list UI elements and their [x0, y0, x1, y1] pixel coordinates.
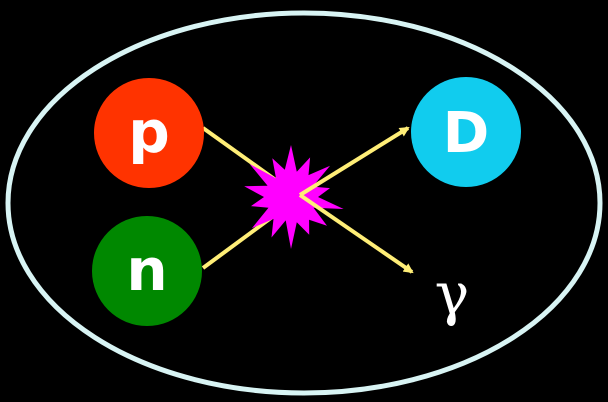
photon-label: γ: [435, 260, 470, 328]
neutron-label: n: [126, 236, 167, 304]
collision-burst: [244, 145, 343, 249]
photon-arrow: [300, 195, 412, 272]
neutron-node: n: [92, 216, 202, 326]
proton-node: p: [94, 78, 204, 188]
deuteron-arrow: [300, 128, 408, 195]
deuteron-node: D: [411, 77, 521, 187]
deuteron-label: D: [443, 101, 489, 166]
proton-label: p: [128, 98, 170, 166]
